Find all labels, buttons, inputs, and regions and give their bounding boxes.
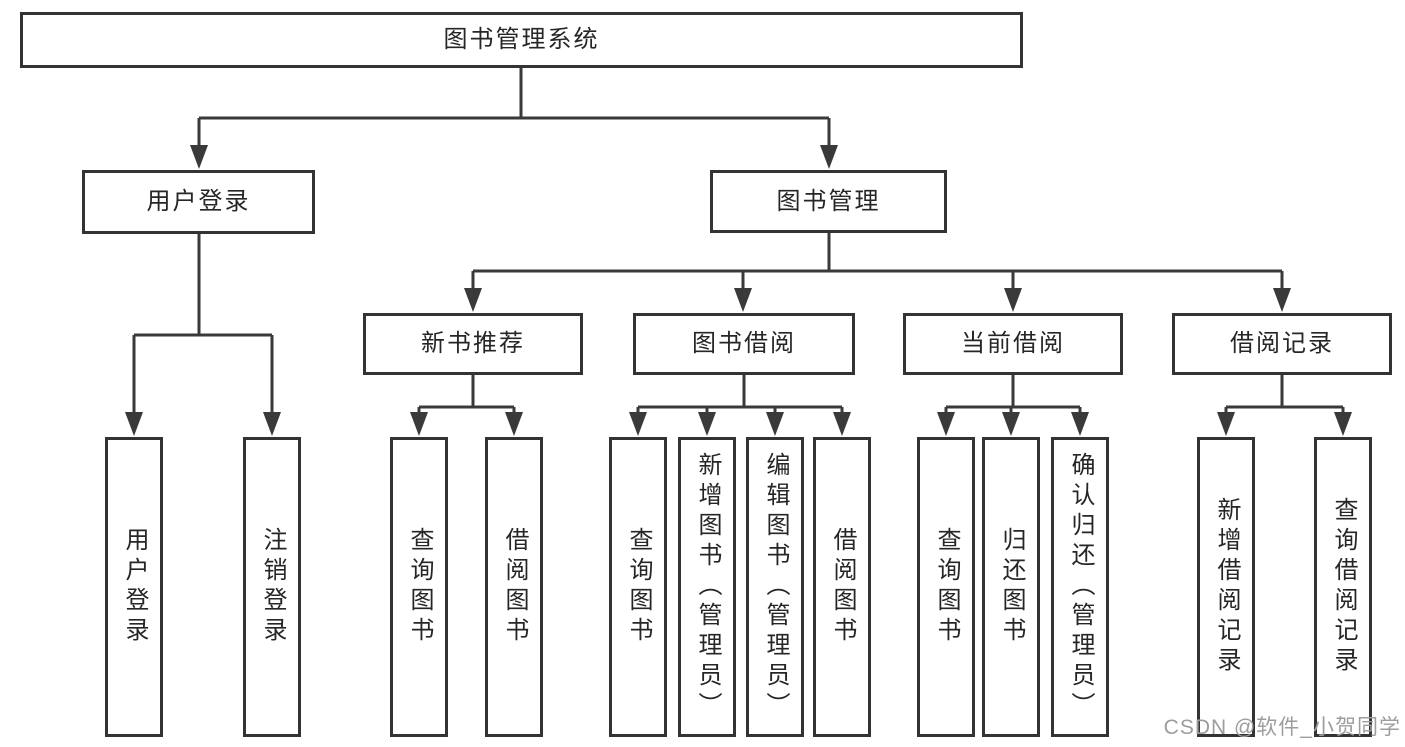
arrowhead (125, 412, 143, 436)
arrowhead (698, 412, 716, 436)
leaf-add-books-admin: 新增图书（管理员） (678, 437, 736, 737)
connector-current-borrowing-children (944, 375, 1082, 414)
arrowhead (820, 145, 838, 169)
leaf-borrow-books: 借阅图书 (485, 437, 543, 737)
leaf-add-borrow-record: 新增借阅记录 (1197, 437, 1255, 737)
leaf-logout: 注销登录 (243, 437, 301, 737)
arrowhead (1002, 412, 1020, 436)
leaf-borrow-books: 借阅图书 (813, 437, 871, 737)
leaf-query-books: 查询图书 (390, 437, 448, 737)
arrowhead (1334, 412, 1352, 436)
arrowhead (1217, 412, 1235, 436)
arrowhead (629, 412, 647, 436)
leaf-edit-books-admin: 编辑图书（管理员） (746, 437, 804, 737)
node-new-book-recommendation: 新书推荐 (363, 313, 583, 375)
leaf-query-books: 查询图书 (609, 437, 667, 737)
node-library-management-system: 图书管理系统 (20, 12, 1023, 68)
arrowhead (464, 288, 482, 312)
arrowhead (766, 412, 784, 436)
arrowhead (734, 288, 752, 312)
arrowhead (263, 412, 281, 436)
arrowhead (1273, 288, 1291, 312)
connector-user-login-children (132, 234, 274, 414)
leaf-confirm-return-admin: 确认归还（管理员） (1051, 437, 1109, 737)
connector-book-borrowing-children (636, 375, 844, 414)
arrowhead (833, 412, 851, 436)
arrowhead (410, 412, 428, 436)
connector-book-management-to-sections (471, 233, 1284, 290)
connector-new-book-children (417, 375, 516, 414)
node-borrowing-records: 借阅记录 (1172, 313, 1392, 375)
watermark: CSDN @软件_小贺同学 (1163, 716, 1401, 739)
connector-borrowing-records-children (1224, 375, 1345, 414)
node-book-borrowing: 图书借阅 (633, 313, 855, 375)
connector-root-to-level2 (197, 68, 831, 148)
node-user-login: 用户登录 (82, 170, 315, 234)
arrowhead (190, 145, 208, 169)
leaf-query-borrow-record: 查询借阅记录 (1314, 437, 1372, 737)
leaf-return-books: 归还图书 (982, 437, 1040, 737)
arrowhead (1004, 288, 1022, 312)
arrowhead (937, 412, 955, 436)
node-book-management: 图书管理 (710, 170, 947, 233)
arrowhead (1071, 412, 1089, 436)
node-current-borrowing: 当前借阅 (903, 313, 1123, 375)
leaf-query-books: 查询图书 (917, 437, 975, 737)
arrowhead (505, 412, 523, 436)
leaf-user-login: 用户登录 (105, 437, 163, 737)
